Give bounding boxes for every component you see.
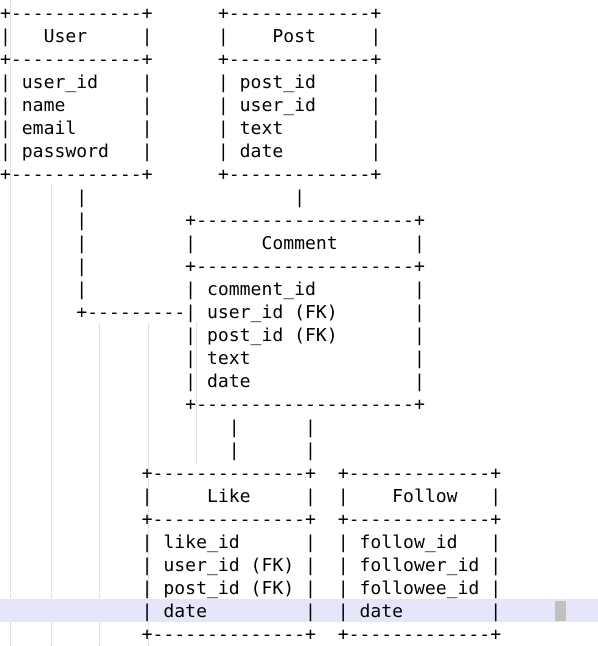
code-line: +--------------+ +-------------+	[0, 509, 502, 530]
code-line: | |	[0, 440, 316, 461]
code-line: | | Comment |	[0, 233, 425, 254]
code-line: | post_id (FK) |	[0, 325, 425, 346]
code-line: +---------| user_id (FK) |	[0, 302, 425, 323]
code-line: +------------+ +-------------+	[0, 49, 382, 70]
code-line: | password | | date |	[0, 141, 382, 162]
code-line: | |	[0, 187, 306, 208]
code-line: | date | | date |	[0, 601, 502, 622]
code-line: | like_id | | follow_id |	[0, 532, 502, 553]
indent-guide	[196, 323, 197, 463]
code-text[interactable]: +------------+ +-------------+| User | |…	[0, 2, 501, 646]
code-line: | email | | text |	[0, 118, 382, 139]
code-line: | text |	[0, 348, 425, 369]
code-line: +------------+ +-------------+	[0, 164, 382, 185]
code-line: +--------------+ +-------------+	[0, 463, 502, 484]
code-line: +--------------------+	[0, 394, 425, 415]
code-line: | post_id (FK) | | followee_id |	[0, 578, 502, 599]
code-line: | +--------------------+	[0, 210, 425, 231]
code-line: | user_id (FK) | | follower_id |	[0, 555, 502, 576]
indent-guide	[10, 0, 11, 646]
code-line: | name | | user_id |	[0, 95, 382, 116]
code-line: | User | | Post |	[0, 26, 382, 47]
code-line: | user_id | | post_id |	[0, 72, 382, 93]
indent-guide	[148, 323, 149, 646]
code-line: | |	[0, 417, 316, 438]
code-line: +--------------+ +-------------+	[0, 624, 502, 645]
code-line: | +--------------------+	[0, 256, 425, 277]
code-line: | | comment_id |	[0, 279, 425, 300]
current-line-highlight	[0, 599, 598, 622]
code-line: | Like | | Follow |	[0, 486, 502, 507]
code-line: | date |	[0, 371, 425, 392]
indent-guide	[99, 323, 100, 646]
indent-guide	[51, 185, 52, 646]
code-line: +------------+ +-------------+	[0, 3, 382, 24]
text-cursor	[555, 601, 566, 621]
